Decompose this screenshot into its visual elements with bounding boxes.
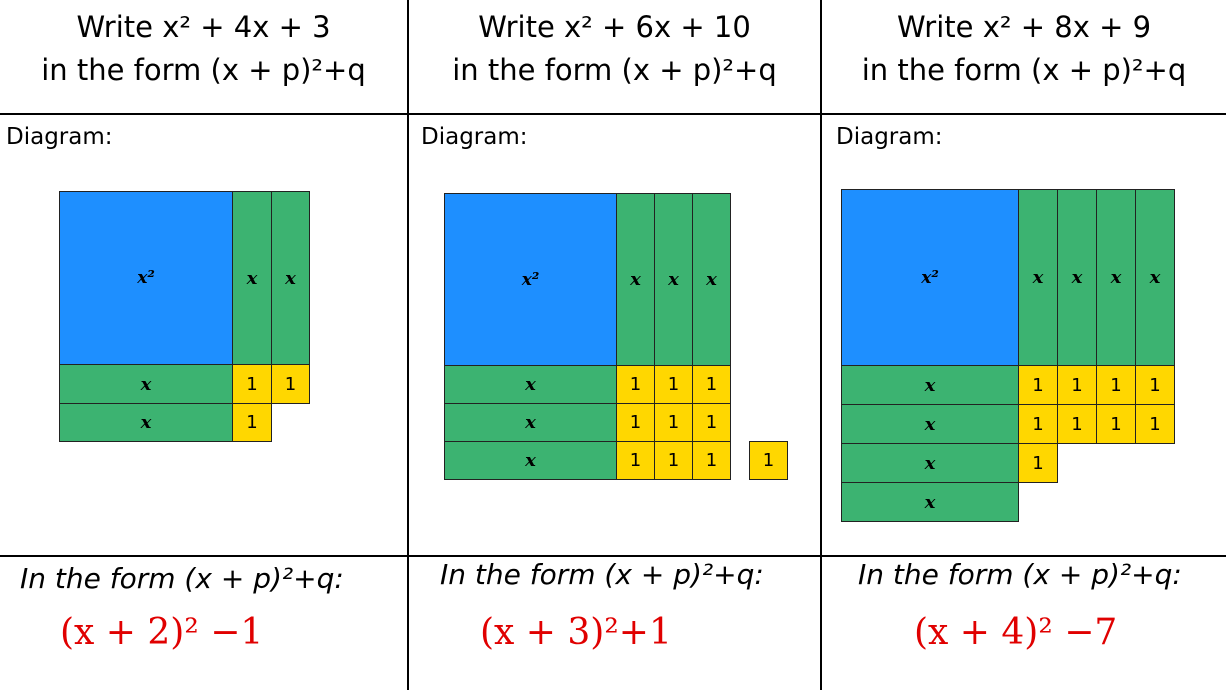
panel-2-unit-tile: 1 (692, 403, 731, 442)
panel-2-x-strip-horizontal: x (444, 441, 617, 480)
panel-2-header-line1: Write x² + 6x + 10 (478, 10, 751, 44)
panel-3-unit-tile: 1 (1135, 365, 1175, 405)
panel-2-x-strip-vertical: x (654, 193, 693, 366)
panel-2-x-squared-tile: x² (444, 193, 617, 366)
panel-2-answer: (x + 3)²+1 (480, 612, 672, 653)
panel-3-x-strip-horizontal: x (841, 365, 1019, 405)
panel-3-unit-tile: 1 (1018, 443, 1058, 483)
panel-2-diagram-label: Diagram: (421, 124, 528, 150)
panel-1-header: Write x² + 4x + 3 in the form (x + p)²+q (0, 6, 407, 92)
panel-3-header: Write x² + 8x + 9 in the form (x + p)²+q (822, 6, 1226, 92)
panel-3-header-line2: in the form (x + p)²+q (861, 53, 1187, 87)
panel-2-extra-unit-tile: 1 (749, 441, 788, 480)
panel-1-form-label: In the form (x + p)²+q: (20, 562, 344, 595)
panel-2-unit-tile: 1 (654, 365, 693, 404)
panel-3-x-strip-horizontal: x (841, 404, 1019, 444)
panel-3-x-strip-vertical: x (1135, 189, 1175, 366)
panel-3-x-strip-horizontal: x (841, 443, 1019, 483)
panel-2-x-strip-vertical: x (692, 193, 731, 366)
panel-1-answer: (x + 2)² −1 (60, 612, 264, 653)
panel-3-x-squared-tile: x² (841, 189, 1019, 366)
panel-1-x-strip-horizontal: x (59, 403, 233, 442)
panel-3-unit-tile: 1 (1096, 365, 1136, 405)
panel-2-header-line2: in the form (x + p)²+q (452, 53, 777, 87)
panel-1-x-strip-horizontal: x (59, 364, 233, 404)
panel-3-unit-tile: 1 (1135, 404, 1175, 444)
panel-3-unit-tile: 1 (1057, 404, 1097, 444)
panel-3-diagram-label: Diagram: (836, 124, 943, 150)
footer-divider (0, 555, 1226, 557)
panel-1-x-strip-vertical: x (271, 191, 310, 365)
panel-3-unit-tile: 1 (1018, 365, 1058, 405)
panel-2-unit-tile: 1 (616, 365, 655, 404)
panel-2-unit-tile: 1 (692, 441, 731, 480)
panel-3-unit-tile: 1 (1057, 365, 1097, 405)
panel-1-unit-tile: 1 (232, 364, 272, 404)
panel-3-x-strip-vertical: x (1096, 189, 1136, 366)
column-divider-2 (820, 0, 822, 690)
header-divider (0, 113, 1226, 115)
panel-2-x-strip-vertical: x (616, 193, 655, 366)
panel-2-header: Write x² + 6x + 10 in the form (x + p)²+… (409, 6, 820, 92)
panel-1-unit-tile: 1 (232, 403, 272, 442)
panel-3-x-strip-horizontal: x (841, 482, 1019, 522)
panel-3-unit-tile: 1 (1018, 404, 1058, 444)
panel-1-unit-tile: 1 (271, 364, 310, 404)
panel-3-unit-tile: 1 (1096, 404, 1136, 444)
panel-2-x-strip-horizontal: x (444, 365, 617, 404)
panel-3-header-line1: Write x² + 8x + 9 (896, 10, 1152, 44)
panel-1-diagram-label: Diagram: (6, 124, 113, 150)
panel-2-unit-tile: 1 (616, 441, 655, 480)
panel-3-form-label: In the form (x + p)²+q: (858, 558, 1182, 591)
panel-2-x-strip-horizontal: x (444, 403, 617, 442)
panel-2-unit-tile: 1 (654, 403, 693, 442)
panel-3-answer: (x + 4)² −7 (914, 612, 1118, 653)
column-divider-1 (407, 0, 409, 690)
panel-2-unit-tile: 1 (654, 441, 693, 480)
panel-2-form-label: In the form (x + p)²+q: (440, 558, 764, 591)
panel-1-header-line1: Write x² + 4x + 3 (76, 10, 331, 44)
panel-1-x-strip-vertical: x (232, 191, 272, 365)
panel-1-header-line2: in the form (x + p)²+q (41, 53, 366, 87)
panel-2-unit-tile: 1 (692, 365, 731, 404)
panel-1-x-squared-tile: x² (59, 191, 233, 365)
panel-2-unit-tile: 1 (616, 403, 655, 442)
panel-3-x-strip-vertical: x (1057, 189, 1097, 366)
panel-3-x-strip-vertical: x (1018, 189, 1058, 366)
